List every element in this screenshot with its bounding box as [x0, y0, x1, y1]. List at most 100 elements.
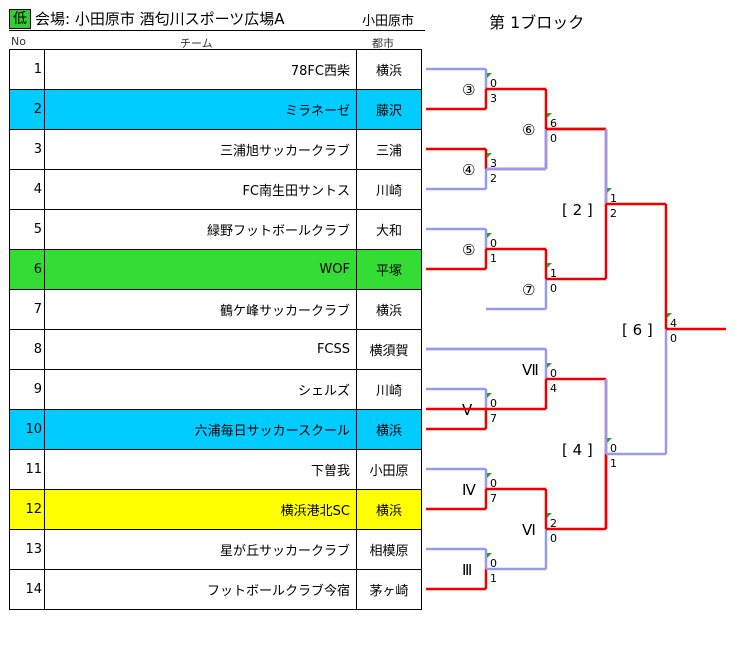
team-name: FC南生田サントス	[44, 169, 357, 210]
team-name: ミラネーゼ	[44, 89, 357, 130]
column-header-no: No	[11, 35, 26, 48]
score-top: 0	[550, 367, 557, 380]
team-city: 横浜	[356, 49, 422, 90]
score-top: 6	[550, 117, 557, 130]
venue-title: 会場: 小田原市 酒匂川スポーツ広場A	[35, 10, 285, 28]
score-bottom: 0	[550, 132, 557, 145]
match-label: ⑦	[522, 281, 535, 299]
team-name: WOF	[44, 249, 357, 290]
team-city: 大和	[356, 209, 422, 250]
winner-flag-icon	[487, 473, 492, 478]
team-name: フットボールクラブ今宿	[44, 569, 357, 610]
score-top: 0	[490, 77, 497, 90]
team-name: 三浦旭サッカークラブ	[44, 129, 357, 170]
score-top: 1	[610, 192, 617, 205]
score-bottom: 1	[490, 572, 497, 585]
winner-flag-icon	[667, 313, 672, 318]
winner-flag-icon	[547, 513, 552, 518]
team-city: 川崎	[356, 169, 422, 210]
column-header-team: チーム	[180, 37, 213, 50]
column-header-city: 都市	[372, 37, 394, 50]
team-city: 茅ヶ崎	[356, 569, 422, 610]
match-label: Ⅶ	[522, 361, 539, 379]
score-bottom: 0	[670, 332, 677, 345]
match-label: ⑥	[522, 121, 535, 139]
team-city: 小田原	[356, 449, 422, 490]
match-label: ③	[462, 81, 475, 99]
winner-flag-icon	[487, 553, 492, 558]
match-label: [ 6 ]	[622, 321, 653, 339]
team-name: FCSS	[44, 329, 357, 370]
team-city: 横須賀	[356, 329, 422, 370]
match-label: Ⅲ	[462, 561, 472, 579]
score-top: 1	[550, 267, 557, 280]
score-top: 2	[550, 517, 557, 530]
score-bottom: 4	[550, 382, 557, 395]
score-top: 0	[490, 477, 497, 490]
match-label: ⑤	[462, 241, 475, 259]
venue-city: 小田原市	[362, 14, 415, 29]
team-number: 2	[9, 89, 45, 130]
score-bottom: 2	[610, 207, 617, 220]
winner-flag-icon	[547, 113, 552, 118]
header-divider	[9, 30, 425, 31]
match-label: [ 2 ]	[562, 201, 593, 219]
score-bottom: 7	[490, 412, 497, 425]
score-top: 0	[490, 237, 497, 250]
score-top: 3	[490, 157, 497, 170]
score-bottom: 0	[550, 532, 557, 545]
score-top: 4	[670, 317, 677, 330]
team-number: 3	[9, 129, 45, 170]
score-top: 0	[490, 557, 497, 570]
winner-flag-icon	[607, 438, 612, 443]
team-number: 11	[9, 449, 45, 490]
score-top: 0	[490, 397, 497, 410]
team-number: 8	[9, 329, 45, 370]
team-city: 横浜	[356, 289, 422, 330]
block-title: 第 1ブロック	[489, 13, 585, 32]
match-label: ④	[462, 161, 475, 179]
team-number: 6	[9, 249, 45, 290]
match-label: Ⅵ	[522, 521, 536, 539]
team-name: 78FC西柴	[44, 49, 357, 90]
team-city: 三浦	[356, 129, 422, 170]
score-bottom: 1	[490, 252, 497, 265]
winner-flag-icon	[487, 393, 492, 398]
score-bottom: 7	[490, 492, 497, 505]
score-top: 0	[610, 442, 617, 455]
team-city: 藤沢	[356, 89, 422, 130]
score-bottom: 3	[490, 92, 497, 105]
winner-flag-icon	[487, 233, 492, 238]
team-name: シェルズ	[44, 369, 357, 410]
winner-flag-icon	[487, 73, 492, 78]
match-label: [ 4 ]	[562, 441, 593, 459]
team-number: 5	[9, 209, 45, 250]
team-number: 12	[9, 489, 45, 530]
team-name: 星が丘サッカークラブ	[44, 529, 357, 570]
winner-flag-icon	[547, 263, 552, 268]
header: 低 会場: 小田原市 酒匂川スポーツ広場A	[9, 8, 285, 30]
team-city: 相模原	[356, 529, 422, 570]
score-bottom: 1	[610, 457, 617, 470]
match-label: Ⅳ	[462, 481, 476, 499]
team-number: 9	[9, 369, 45, 410]
winner-flag-icon	[547, 363, 552, 368]
winner-flag-icon	[607, 188, 612, 193]
level-badge: 低	[9, 9, 31, 29]
team-number: 13	[9, 529, 45, 570]
winner-flag-icon	[487, 153, 492, 158]
team-city: 平塚	[356, 249, 422, 290]
score-bottom: 2	[490, 172, 497, 185]
